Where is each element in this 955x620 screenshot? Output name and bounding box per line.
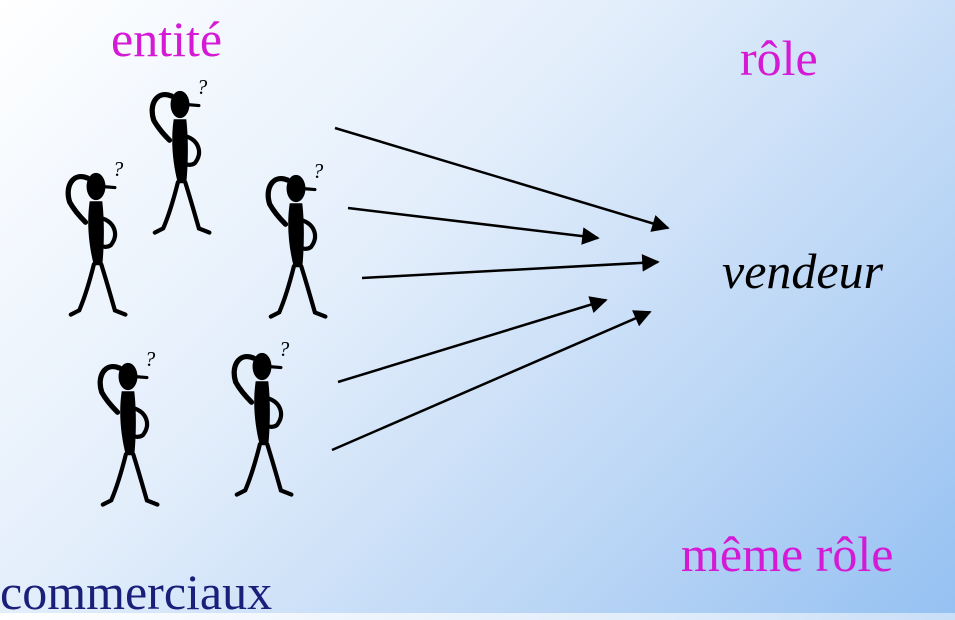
arrow <box>361 254 660 280</box>
question-mark: ? <box>197 75 208 99</box>
question-mark: ? <box>279 337 290 361</box>
person-figure: ? <box>234 337 291 495</box>
arrow-group <box>331 126 670 452</box>
question-mark: ? <box>113 157 124 181</box>
role-title: rôle <box>740 30 818 86</box>
question-mark: ? <box>313 159 324 183</box>
person-figure: ? <box>268 159 325 317</box>
arrow <box>347 206 600 245</box>
arrow <box>334 126 670 232</box>
person-figure: ? <box>152 75 209 233</box>
entity-title: entité <box>111 11 223 67</box>
role-value-label: vendeur <box>722 243 884 299</box>
same-role-caption: même rôle <box>681 526 894 582</box>
person-figure: ? <box>68 157 125 315</box>
arrow <box>337 296 608 384</box>
arrow <box>331 310 652 452</box>
group-label: commerciaux <box>0 564 273 620</box>
person-figure: ? <box>100 347 157 505</box>
question-mark: ? <box>145 347 156 371</box>
